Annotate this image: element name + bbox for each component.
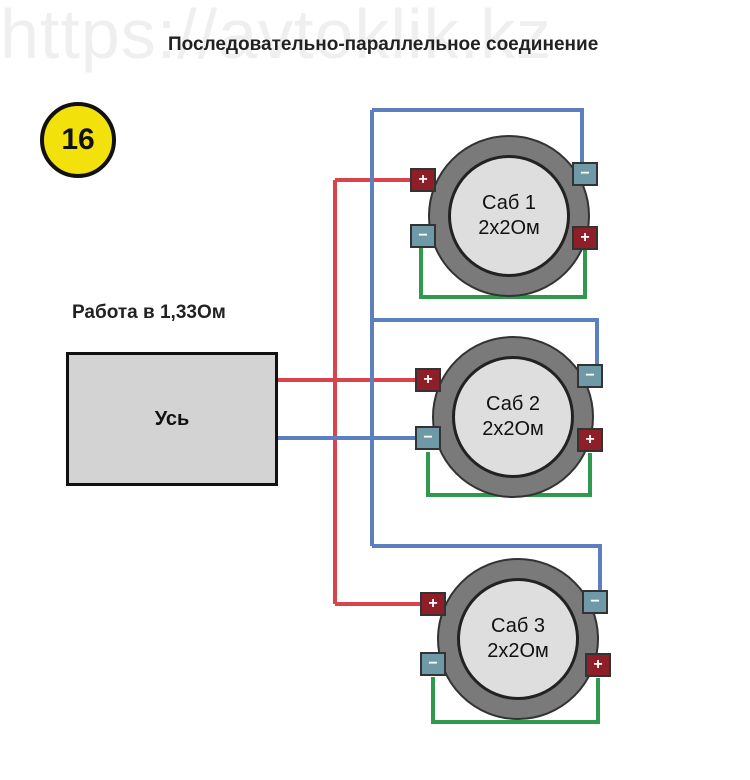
subwoofer-2: Саб 2 2х2Ом [432, 336, 594, 498]
sub2-terminal-minus-a: − [415, 426, 441, 450]
sub2-negative-wire [372, 318, 599, 365]
sub3-bridge [431, 677, 600, 724]
figure-number: 16 [61, 123, 95, 156]
subwoofer-3-cone: Саб 3 2х2Ом [457, 578, 579, 700]
sub3-terminal-minus-a: − [420, 652, 446, 676]
subwoofer-1-spec: 2х2Ом [478, 217, 540, 239]
diagram-title: Последовательно-параллельное соединение [168, 34, 599, 55]
sub3-negative-wire [372, 544, 602, 592]
sub2-terminal-plus-b: + [577, 428, 603, 452]
subwoofer-1-name: Саб 1 [482, 192, 536, 214]
subwoofer-2-spec: 2х2Ом [482, 418, 544, 440]
negative-wires [278, 108, 602, 592]
sub1-terminal-plus-b: + [572, 226, 598, 250]
subwoofer-1-cone: Саб 1 2х2Ом [448, 155, 570, 277]
sub3-terminal-plus-a: + [420, 592, 446, 616]
sub1-terminal-minus-b: − [572, 162, 598, 186]
figure-number-badge: 16 [40, 102, 116, 178]
subwoofer-3-spec: 2х2Ом [487, 640, 549, 662]
subwoofer-3-name: Саб 3 [491, 615, 545, 637]
sub2-terminal-minus-b: − [577, 364, 603, 388]
watermark: https://avtoklik.kz [0, 0, 552, 73]
positive-wires [278, 178, 420, 606]
sub2-terminal-plus-a: + [415, 368, 441, 392]
impedance-label: Работа в 1,33Ом [72, 302, 226, 323]
amplifier-label: Усь [154, 407, 190, 430]
subwoofer-2-name: Саб 2 [486, 393, 540, 415]
subwoofer-2-cone: Саб 2 2х2Ом [452, 356, 574, 478]
sub1-terminal-minus-a: − [410, 224, 436, 248]
sub1-negative-wire [372, 108, 584, 165]
sub3-terminal-minus-b: − [582, 590, 608, 614]
sub3-terminal-plus-b: + [585, 653, 611, 677]
subwoofer-3: Саб 3 2х2Ом [437, 558, 599, 720]
subwoofer-1: Саб 1 2х2Ом [428, 135, 590, 297]
sub1-bridge [419, 248, 587, 299]
sub1-terminal-plus-a: + [410, 168, 436, 192]
amplifier-box: Усь [66, 352, 278, 486]
